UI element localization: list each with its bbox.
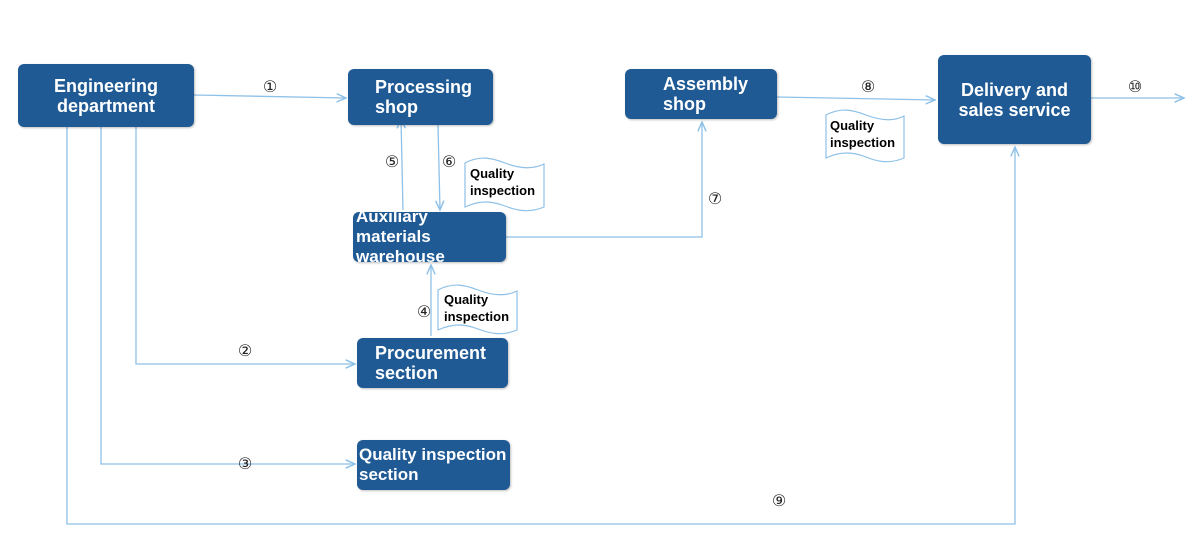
engineering-department-node: Engineering department xyxy=(18,64,194,127)
edge-9-line xyxy=(66,127,1015,525)
quality-inspection-note-3: Quality inspection xyxy=(830,118,896,150)
auxiliary-warehouse-node: Auxiliary materials warehouse xyxy=(353,207,506,266)
quality-note-shape-2 xyxy=(437,284,518,335)
delivery-sales-node: Delivery and sales service xyxy=(938,55,1091,144)
edge-label-7: ⑦ xyxy=(707,189,723,208)
quality-inspection-section-node: Quality inspection section xyxy=(357,440,510,490)
quality-inspection-note-1: Quality inspection xyxy=(470,166,536,198)
edge-5-line xyxy=(401,119,403,211)
quality-inspection-note-2: Quality inspection xyxy=(444,292,510,324)
procurement-section-node: Procurement section xyxy=(357,338,508,388)
processing-shop-node: Processing shop xyxy=(348,69,493,125)
edge-6-line xyxy=(438,124,440,210)
edge-3-line xyxy=(100,127,355,464)
edge-8-line xyxy=(776,97,935,100)
edge-label-5: ⑤ xyxy=(384,152,400,171)
edge-1-line xyxy=(193,95,346,98)
edge-label-1: ① xyxy=(262,77,278,96)
edge-label-9: ⑨ xyxy=(771,491,787,510)
assembly-shop-node: Assembly shop xyxy=(625,69,777,119)
quality-note-shape-1 xyxy=(464,157,545,212)
edge-label-10: ⑩ xyxy=(1127,77,1143,96)
edge-2-line xyxy=(135,127,355,364)
edge-7-line xyxy=(506,122,702,238)
edge-label-8: ⑧ xyxy=(860,77,876,96)
quality-note-shape-3 xyxy=(825,109,905,163)
edge-label-2: ② xyxy=(237,341,253,360)
edge-label-4: ④ xyxy=(416,302,432,321)
edge-label-6: ⑥ xyxy=(441,152,457,171)
edge-label-3: ③ xyxy=(237,454,253,473)
